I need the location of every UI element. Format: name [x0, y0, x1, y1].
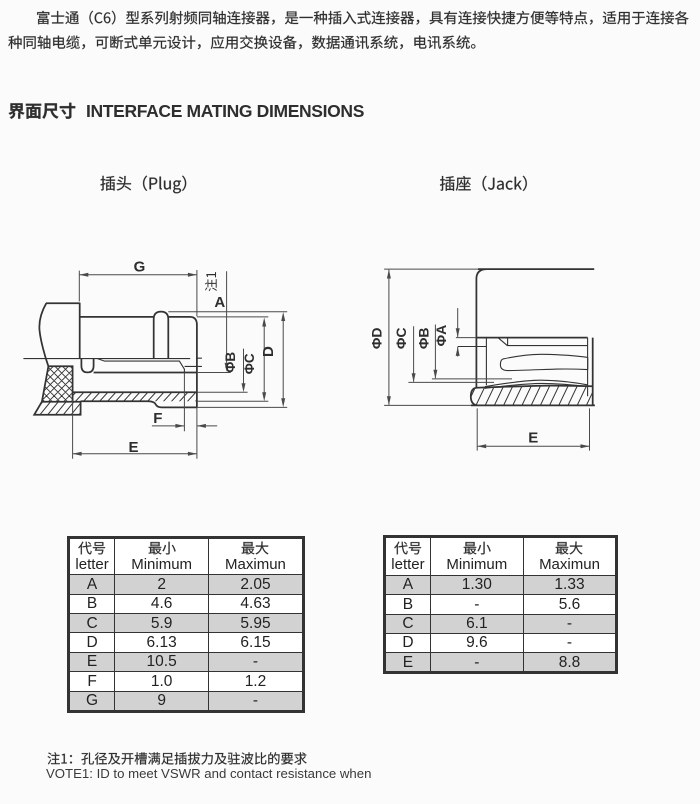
svg-text:ΦA: ΦA [433, 325, 449, 347]
svg-text:ΦB: ΦB [223, 352, 238, 373]
svg-text:E: E [128, 439, 138, 456]
svg-text:G: G [134, 259, 146, 276]
svg-text:ΦC: ΦC [393, 327, 409, 349]
svg-text:A: A [214, 294, 225, 311]
svg-text:E: E [528, 430, 538, 447]
svg-text:F: F [153, 410, 162, 427]
svg-text:D: D [260, 346, 277, 357]
svg-text:ΦB: ΦB [415, 327, 431, 349]
svg-text:ΦD: ΦD [369, 327, 385, 349]
svg-text:ΦC: ΦC [242, 353, 257, 374]
